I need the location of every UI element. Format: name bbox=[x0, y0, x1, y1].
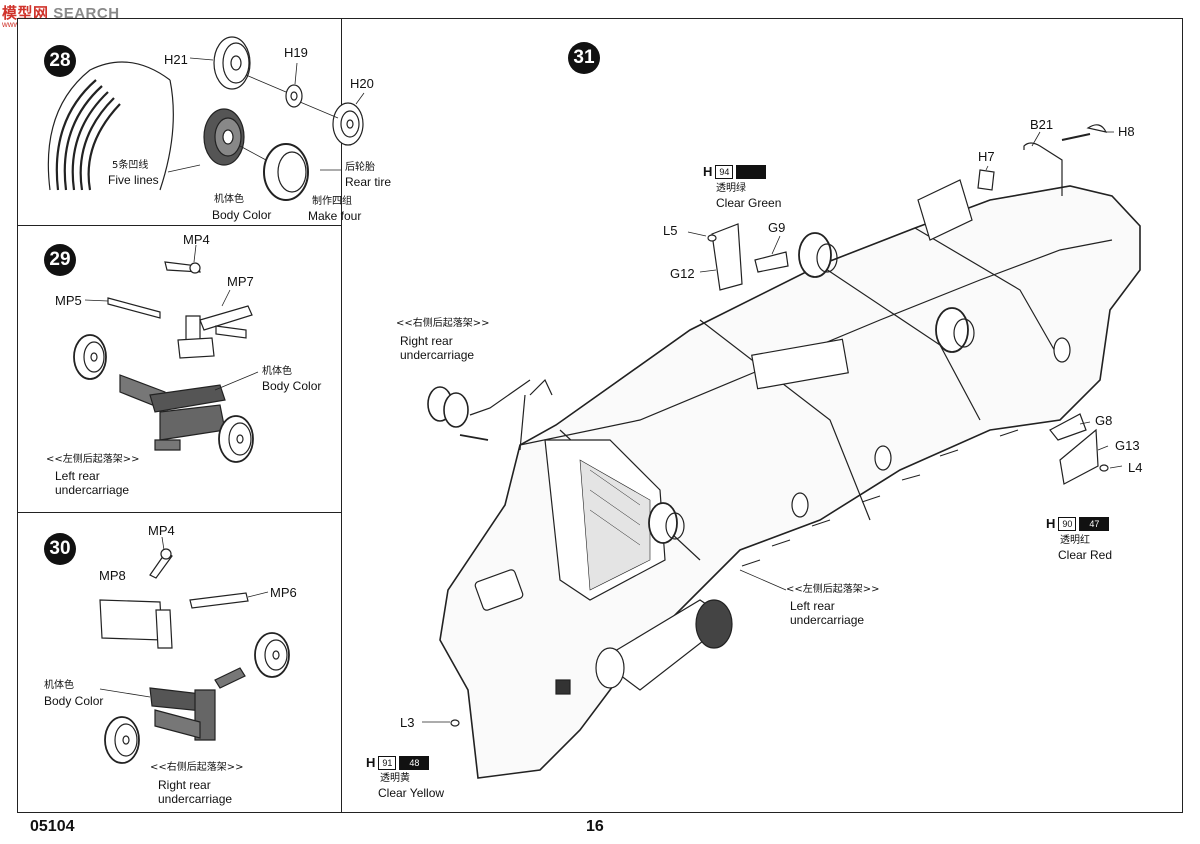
step-30-guides bbox=[99, 536, 269, 698]
right-rear-cn-30: <<右侧后起落架>> bbox=[150, 762, 244, 773]
paint-code-yellow-a: 91 bbox=[378, 755, 397, 770]
left-rear-label-31: Left rear bbox=[790, 599, 835, 613]
wheel-hub-h20 bbox=[332, 102, 364, 146]
step-29-guides bbox=[84, 244, 259, 391]
body-color-label-30: Body Color bbox=[44, 694, 104, 708]
step-31-guides bbox=[422, 131, 1123, 723]
tire-detail-inset bbox=[47, 61, 174, 191]
engine-nacelle bbox=[595, 599, 733, 691]
right-rear-label-31: Right rear bbox=[400, 334, 453, 348]
step-29-axle-assembly bbox=[119, 374, 226, 451]
part-mp4-label-30: MP4 bbox=[148, 523, 175, 538]
part-h8-label: H8 bbox=[1118, 124, 1135, 139]
step-28-guides bbox=[167, 57, 365, 173]
step-30-wheel-b bbox=[104, 716, 140, 764]
five-lines-label: Five lines bbox=[108, 173, 159, 187]
paint-h-green: H bbox=[703, 164, 713, 179]
left-rear-label-29: Left rear bbox=[55, 469, 100, 483]
clear-yellow-label: Clear Yellow bbox=[378, 786, 445, 800]
step-30-strut bbox=[99, 548, 249, 649]
small-parts bbox=[450, 124, 1109, 727]
body-color-label-28: Body Color bbox=[212, 208, 272, 222]
step-number-30: 30 bbox=[44, 533, 76, 565]
part-g9-label: G9 bbox=[768, 220, 786, 235]
antennas-rods bbox=[741, 429, 1019, 567]
rear-tire bbox=[263, 143, 309, 201]
part-mp7-label: MP7 bbox=[227, 274, 254, 289]
step-29-wheel-a bbox=[73, 334, 107, 380]
paint-code-red-b: 47 bbox=[1079, 516, 1110, 531]
paint-chip-clear-green: H 94 bbox=[703, 164, 767, 179]
undercarriage-label-30: undercarriage bbox=[158, 792, 233, 806]
part-h20-label: H20 bbox=[350, 76, 374, 91]
page-number: 16 bbox=[586, 818, 604, 835]
helicopter-fuselage bbox=[439, 185, 1141, 779]
body-color-label-29: Body Color bbox=[262, 379, 322, 393]
step-31-wheels bbox=[427, 232, 975, 544]
part-h7-label: H7 bbox=[978, 149, 995, 164]
paint-swatch-green bbox=[736, 164, 767, 179]
rear-tire-label: Rear tire bbox=[345, 175, 392, 189]
step-number-28: 28 bbox=[44, 45, 76, 77]
five-lines-cn: 5条凹线 bbox=[112, 160, 149, 171]
left-rear-cn-29: <<左侧后起落架>> bbox=[46, 454, 140, 465]
watermark-text-a: 模型网 bbox=[2, 5, 49, 22]
right-rear-label-30: Right rear bbox=[158, 778, 211, 792]
step-29-wheel-b bbox=[218, 415, 254, 463]
watermark-text-b: SEARCH bbox=[53, 5, 120, 22]
body-color-cn-29: 机体色 bbox=[262, 366, 292, 377]
rear-tire-cn: 后轮胎 bbox=[345, 162, 375, 173]
body-color-cn-30: 机体色 bbox=[44, 680, 74, 691]
paint-code-red-a: 90 bbox=[1058, 516, 1077, 531]
paint-code-yellow-b: 48 bbox=[399, 755, 430, 770]
undercarriage-label-31-left: undercarriage bbox=[790, 613, 865, 627]
body-color-cn-28: 机体色 bbox=[214, 194, 244, 205]
step-29-strut bbox=[107, 261, 253, 359]
step-30-axle-assembly bbox=[149, 667, 246, 741]
part-l5-label: L5 bbox=[663, 223, 678, 238]
kit-code: 05104 bbox=[30, 818, 75, 835]
undercarriage-label-29: undercarriage bbox=[55, 483, 130, 497]
step-30-wheel-a bbox=[254, 632, 290, 678]
part-b21-label: B21 bbox=[1030, 117, 1054, 132]
left-rear-cn-31: <<左侧后起落架>> bbox=[786, 584, 880, 595]
paint-h-red: H bbox=[1046, 516, 1056, 531]
open-cargo-door-frame bbox=[544, 439, 666, 601]
step-29-panel bbox=[17, 225, 342, 513]
part-l3-label: L3 bbox=[400, 715, 415, 730]
watermark-logo: 模型网 SEARCH bbox=[2, 2, 120, 23]
paint-chip-clear-red: H 90 47 bbox=[1046, 516, 1110, 531]
step-number-31: 31 bbox=[568, 42, 600, 74]
wheel-cap-h19 bbox=[285, 84, 303, 108]
part-g8-label: G8 bbox=[1095, 413, 1113, 428]
part-h21-label: H21 bbox=[164, 52, 188, 67]
clear-red-cn: 透明红 bbox=[1060, 535, 1090, 546]
wheel-hub-h21 bbox=[213, 36, 251, 90]
make-four-cn: 制作四组 bbox=[312, 196, 352, 207]
part-l4-label: L4 bbox=[1128, 460, 1143, 475]
part-mp8-label: MP8 bbox=[99, 568, 126, 583]
clear-yellow-cn: 透明黄 bbox=[380, 773, 410, 784]
right-rear-cn-31: <<右侧后起落架>> bbox=[396, 318, 490, 329]
part-mp4-label-29: MP4 bbox=[183, 232, 210, 247]
undercarriage-label-31-right: undercarriage bbox=[400, 348, 475, 362]
part-mp5-label: MP5 bbox=[55, 293, 82, 308]
part-g12-label: G12 bbox=[670, 266, 695, 281]
paint-h-yellow: H bbox=[366, 755, 376, 770]
make-four-label: Make four bbox=[308, 209, 362, 223]
rear-ramp-struts bbox=[519, 179, 973, 451]
clear-green-cn: 透明绿 bbox=[716, 183, 746, 194]
part-h19-label: H19 bbox=[284, 45, 308, 60]
step-number-29: 29 bbox=[44, 244, 76, 276]
paint-code-green: 94 bbox=[715, 164, 734, 179]
part-mp6-label: MP6 bbox=[270, 585, 297, 600]
wheel-body-colored bbox=[203, 108, 245, 166]
paint-chip-clear-yellow: H 91 48 bbox=[366, 755, 430, 770]
clear-green-label: Clear Green bbox=[716, 196, 782, 210]
clear-red-label: Clear Red bbox=[1058, 548, 1113, 562]
part-g13-label: G13 bbox=[1115, 438, 1140, 453]
